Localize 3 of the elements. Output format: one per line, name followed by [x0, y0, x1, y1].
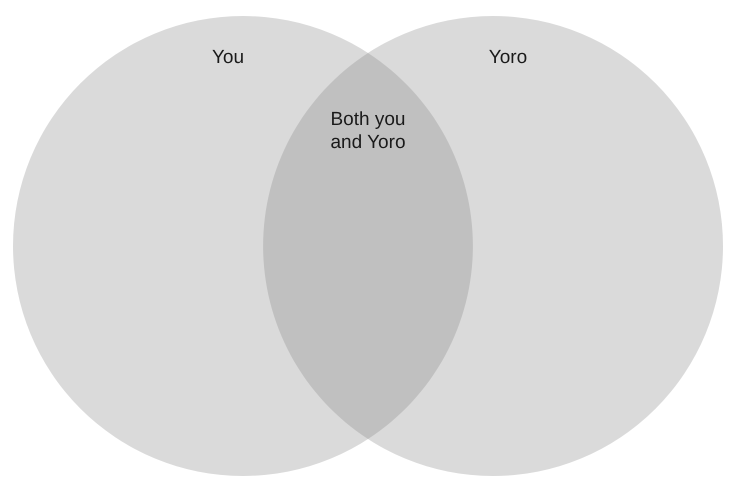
set-label: Yoro — [488, 46, 528, 69]
set-label: Both you and Yoro — [329, 108, 407, 154]
set-label: You — [210, 46, 246, 69]
